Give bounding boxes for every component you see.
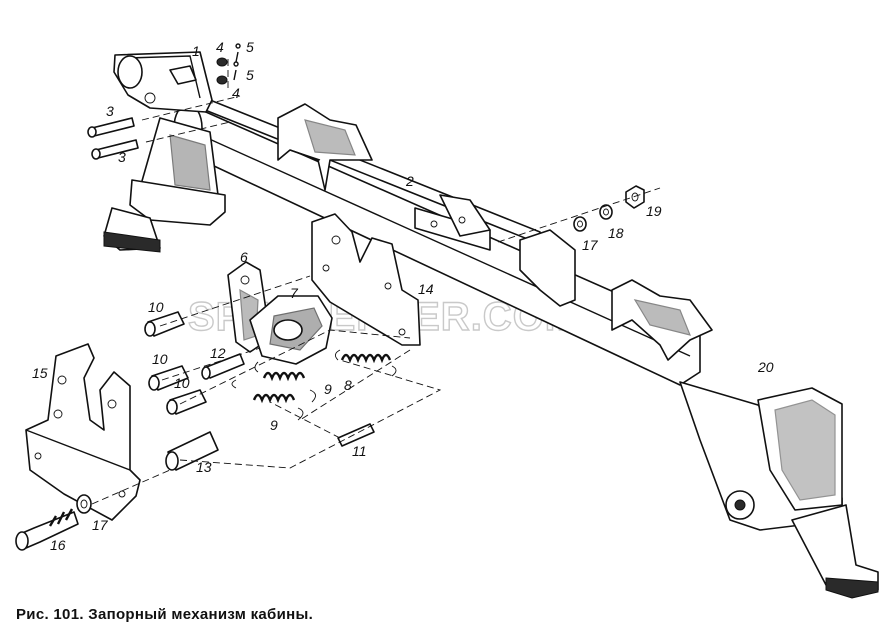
washer-17-left [76,494,92,514]
bolt-16 [15,508,79,551]
bolt-3-upper [87,117,135,138]
label-part-4-upper: 4 [216,39,224,55]
pin-10-middle [148,365,189,391]
label-part-3-upper: 3 [106,103,114,119]
split-pin-5-top [235,43,241,63]
beam-upright-plate [519,229,576,307]
washer-18 [599,204,613,220]
bracket-plate-15 [25,343,141,521]
nut-19 [625,185,645,209]
assembly-lines [91,58,661,505]
label-part-17-right: 17 [582,237,599,253]
nut-4-bottom [216,75,228,85]
left-support-pillar [103,51,226,253]
pin-11 [337,423,375,447]
label-part-16: 16 [50,537,66,553]
label-part-8: 8 [344,377,352,393]
label-part-13: 13 [196,459,212,475]
label-part-4-lower: 4 [232,85,240,101]
label-part-18: 18 [608,225,624,241]
bushing-13 [165,431,219,471]
label-part-11: 11 [352,443,367,459]
label-part-6: 6 [240,249,248,265]
split-pin-5-bottom [233,61,239,81]
latch-cam-7 [249,295,333,365]
label-part-10-middle: 10 [152,351,168,367]
spring-8 [335,349,397,377]
label-part-3-lower: 3 [118,149,126,165]
spring-9-lower [231,379,304,421]
right-support-pillar [679,381,879,599]
label-part-14: 14 [418,281,434,297]
label-part-5-lower: 5 [246,67,254,83]
label-part-12: 12 [210,345,226,361]
label-part-5-upper: 5 [246,39,254,55]
mount-plate-14 [311,213,421,346]
label-part-15: 15 [32,365,48,381]
label-part-9-upper: 9 [324,381,332,397]
label-part-2: 2 [405,173,414,189]
label-part-10-bottom: 10 [174,375,190,391]
nut-4-top [216,57,228,67]
label-part-20: 20 [757,359,774,375]
pin-10-bottom [166,389,207,415]
label-part-10-top: 10 [148,299,164,315]
label-part-9-lower: 9 [270,417,278,433]
exploded-assembly-drawing: SPECSERVER.COM [15,39,879,599]
label-part-17-left: 17 [92,517,109,533]
label-part-7: 7 [290,285,299,301]
label-part-1: 1 [192,43,200,59]
beam-saddle-bracket [277,103,373,191]
label-part-19: 19 [646,203,662,219]
figure-caption: Рис. 101. Запорный механизм кабины. [16,606,314,623]
right-saddle-bracket [611,279,713,361]
pin-10-top [144,311,185,337]
bolt-3-lower [91,139,139,160]
washer-17-right [573,216,587,232]
